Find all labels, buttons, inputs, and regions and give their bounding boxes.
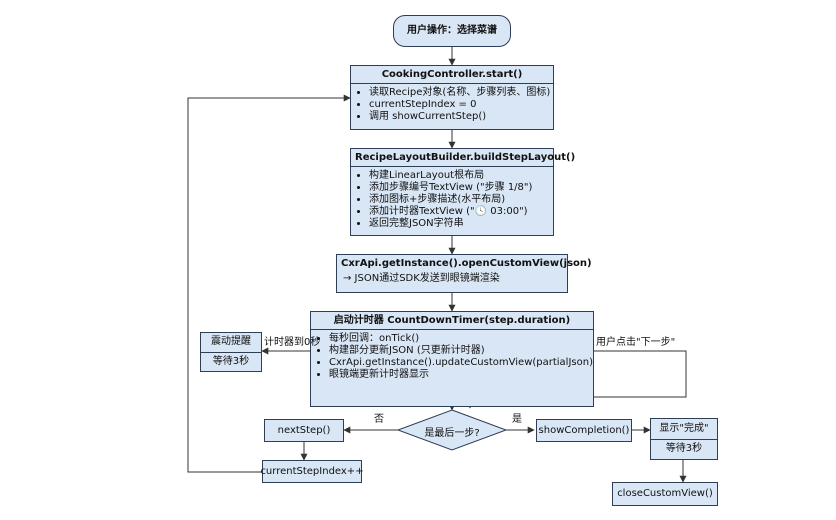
- start-node: 用户操作：选择菜谱: [393, 15, 511, 47]
- show-completion-label: showCompletion(): [538, 424, 630, 436]
- complete-node: 显示"完成" 等待3秒: [650, 418, 718, 460]
- complete-line1: 显示"完成": [659, 422, 709, 434]
- timer-item: 构建部分更新JSON (只更新计时器): [329, 345, 587, 357]
- timer-item: 眼镜端更新计时器显示: [329, 369, 587, 381]
- vibrate-line1: 震动提醒: [211, 336, 251, 348]
- label-user-next: 用户点击"下一步": [596, 337, 676, 348]
- builder-item: 添加步骤编号TextView ("步骤 1/8"): [369, 182, 547, 194]
- label-no: 否: [374, 414, 384, 425]
- timer-node: 启动计时器 CountDownTimer(step.duration) 每秒回调…: [310, 311, 594, 407]
- cxr-node: CxrApi.getInstance().openCustomView(json…: [336, 254, 592, 293]
- builder-title: RecipeLayoutBuilder.buildStepLayout(): [355, 152, 576, 163]
- decision-diamond: [396, 409, 508, 451]
- increment-label: currentStepIndex++: [260, 465, 364, 477]
- builder-item: 添加计时器TextView ("🕓 03:00"): [369, 206, 547, 218]
- controller-item: currentStepIndex = 0: [369, 99, 547, 111]
- controller-item: 调用 showCurrentStep(): [369, 111, 547, 123]
- builder-item: 返回完整JSON字符串: [369, 218, 547, 230]
- controller-item: 读取Recipe对象(名称、步骤列表、图标): [369, 87, 550, 99]
- controller-title: CookingController.start(): [381, 69, 523, 80]
- arrow-loop-back: [187, 94, 351, 473]
- increment-node: currentStepIndex++: [260, 460, 364, 483]
- close-label: closeCustomView(): [617, 488, 713, 499]
- vibrate-node: 震动提醒 等待3秒: [200, 332, 262, 372]
- next-step-node: nextStep(): [264, 419, 344, 442]
- next-step-label: nextStep(): [277, 424, 331, 436]
- start-label: 用户操作：选择菜谱: [407, 25, 497, 36]
- decision-label: 是最后一步?: [424, 428, 480, 439]
- show-completion-node: showCompletion(): [536, 419, 632, 442]
- builder-node: RecipeLayoutBuilder.buildStepLayout() 构建…: [350, 148, 576, 236]
- label-timer-zero: 计时器到0秒: [264, 337, 321, 348]
- label-yes: 是: [512, 414, 522, 425]
- cxr-title: CxrApi.getInstance().openCustomView(json…: [341, 258, 592, 269]
- complete-line2: 等待3秒: [651, 438, 717, 460]
- timer-item: CxrApi.getInstance().updateCustomView(pa…: [329, 357, 593, 369]
- controller-node: CookingController.start() 读取Recipe对象(名称、…: [350, 65, 554, 130]
- builder-item: 构建LinearLayout根布局: [369, 170, 547, 182]
- builder-item: 添加图标+步骤描述(水平布局): [369, 194, 547, 206]
- timer-title: 启动计时器 CountDownTimer(step.duration): [333, 315, 571, 326]
- cxr-line: → JSON通过SDK发送到眼镜端渲染: [343, 273, 500, 284]
- vibrate-line2: 等待3秒: [201, 351, 261, 372]
- close-node: closeCustomView(): [612, 482, 718, 506]
- timer-item: 每秒回调：onTick(): [329, 333, 587, 345]
